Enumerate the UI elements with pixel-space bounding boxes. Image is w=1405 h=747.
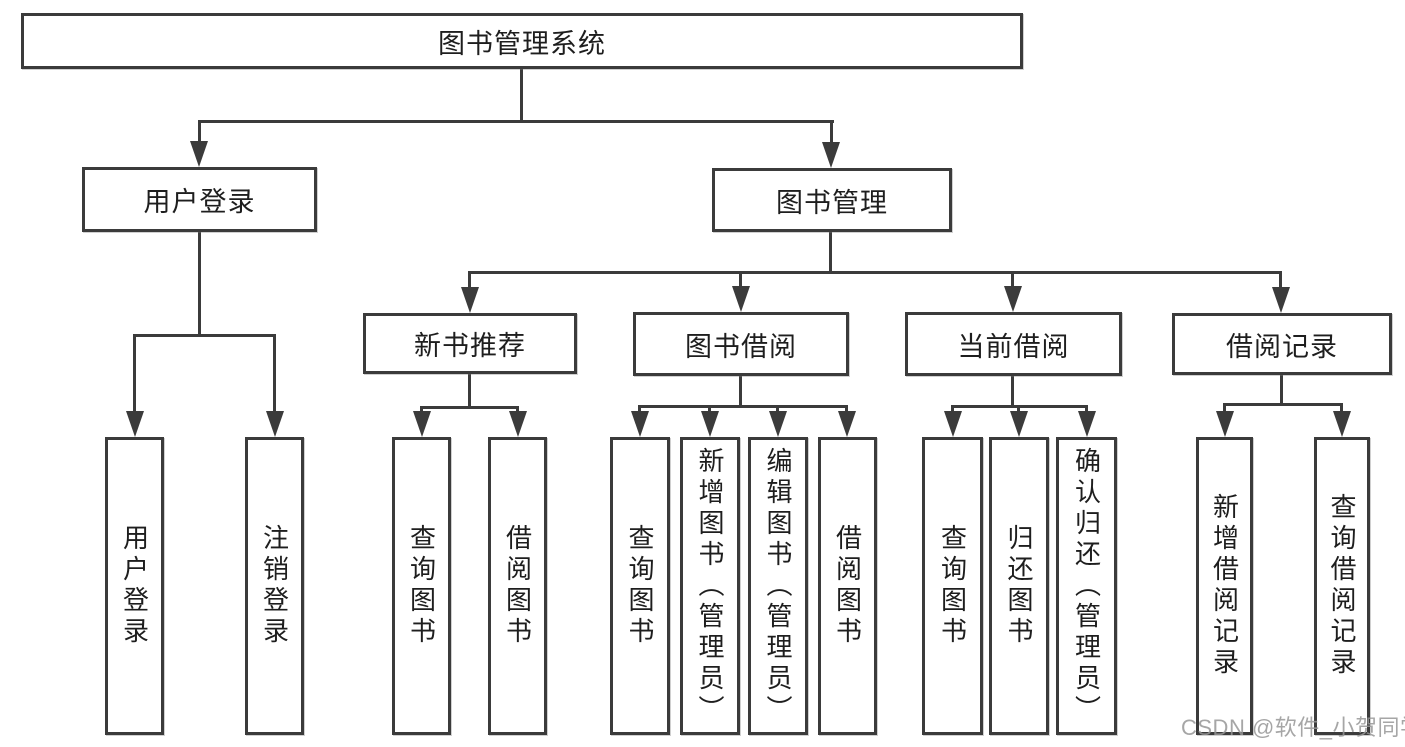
arrow-down-icon [769, 411, 787, 437]
node-root: 图书管理系统 [21, 13, 1023, 69]
leaf-current-confirm-admin: 确认归还（管理员） [1056, 437, 1117, 735]
leaf-records-add: 新增借阅记录 [1196, 437, 1253, 735]
connector-login-drop [133, 334, 136, 414]
connector-drop [708, 405, 711, 414]
leaf-label: 借阅图书 [502, 524, 533, 648]
node-current-borrowing-label: 当前借阅 [957, 331, 1070, 362]
connector-user-login-drop [198, 120, 201, 145]
node-user-login: 用户登录 [82, 167, 317, 232]
connector-user-login-bus [133, 334, 276, 337]
connector-records-stem [1280, 375, 1283, 403]
connector-records-bus [1223, 403, 1343, 406]
arrow-down-icon [944, 411, 962, 437]
connector-borrowing-bus [638, 405, 848, 408]
arrow-down-icon [190, 141, 208, 167]
arrow-down-icon [701, 411, 719, 437]
leaf-label: 查询图书 [937, 524, 968, 648]
connector-drop [951, 405, 954, 414]
node-current-borrowing: 当前借阅 [905, 312, 1122, 376]
arrow-down-icon [732, 286, 750, 312]
leaf-borrowing-borrow: 借阅图书 [818, 437, 877, 735]
arrow-down-icon [1004, 286, 1022, 312]
connector-root-bus [199, 120, 834, 123]
node-borrow-records: 借阅记录 [1172, 313, 1392, 375]
connector-borrowing-drop [739, 271, 742, 289]
node-book-management: 图书管理 [712, 168, 952, 232]
arrow-down-icon [1272, 287, 1290, 313]
connector-drop [776, 405, 779, 414]
leaf-label: 查询图书 [406, 524, 437, 648]
node-book-borrowing: 图书借阅 [633, 312, 849, 376]
connector-drop [1340, 403, 1343, 414]
node-borrow-records-label: 借阅记录 [1226, 331, 1338, 362]
leaf-label: 编辑图书（管理员） [763, 446, 793, 726]
arrow-down-icon [509, 411, 527, 437]
node-user-login-label: 用户登录 [143, 187, 256, 217]
connector-records-drop [1279, 271, 1282, 289]
connector-user-login-stem [198, 232, 201, 336]
leaf-current-query: 查询图书 [922, 437, 983, 735]
arrow-down-icon [1333, 411, 1351, 437]
connector-current-drop [1011, 271, 1014, 289]
arrow-down-icon [126, 411, 144, 437]
connector-root-stem [520, 69, 523, 120]
arrow-down-icon [461, 287, 479, 313]
connector-current-stem [1011, 376, 1014, 405]
leaf-logout: 注销登录 [245, 437, 304, 735]
leaf-label: 查询图书 [625, 524, 655, 648]
leaf-records-query: 查询借阅记录 [1314, 437, 1370, 735]
arrow-down-icon [838, 411, 856, 437]
leaf-newbooks-borrow: 借阅图书 [488, 437, 547, 735]
arrow-down-icon [1010, 411, 1028, 437]
csdn-watermark: CSDN @软件_小贺同学 [1181, 715, 1405, 740]
leaf-label: 确认归还（管理员） [1071, 446, 1102, 726]
arrow-down-icon [822, 142, 840, 168]
leaf-borrowing-add-admin: 新增图书（管理员） [680, 437, 740, 735]
connector-drop [638, 405, 641, 414]
leaf-label: 注销登录 [259, 524, 290, 648]
connector-borrowing-stem [739, 376, 742, 405]
connector-drop [420, 406, 423, 414]
connector-drop [1223, 403, 1226, 414]
connector-new-books-bus [420, 406, 519, 409]
connector-logout-drop [273, 334, 276, 414]
leaf-newbooks-query: 查询图书 [392, 437, 451, 735]
connector-drop [845, 405, 848, 414]
arrow-down-icon [1078, 411, 1096, 437]
node-book-borrowing-label: 图书借阅 [685, 331, 797, 362]
arrow-down-icon [266, 411, 284, 437]
leaf-current-return: 归还图书 [989, 437, 1049, 735]
connector-new-books-stem [468, 374, 471, 406]
connector-book-mgmt-bus [468, 271, 1282, 274]
connector-new-books-drop [468, 271, 471, 289]
arrow-down-icon [413, 411, 431, 437]
leaf-borrowing-query: 查询图书 [610, 437, 670, 735]
connector-book-mgmt-drop [830, 120, 833, 145]
node-book-management-label: 图书管理 [776, 187, 888, 218]
leaf-label: 借阅图书 [832, 524, 863, 648]
leaf-label: 用户登录 [119, 524, 150, 648]
leaf-label: 查询借阅记录 [1327, 493, 1357, 679]
node-new-books-label: 新书推荐 [414, 331, 526, 361]
node-new-books: 新书推荐 [363, 313, 577, 374]
leaf-user-login: 用户登录 [105, 437, 164, 735]
leaf-label: 归还图书 [1004, 524, 1034, 648]
leaf-label: 新增借阅记录 [1209, 493, 1240, 679]
connector-drop [1017, 405, 1020, 414]
leaf-label: 新增图书（管理员） [695, 446, 725, 726]
arrow-down-icon [1216, 411, 1234, 437]
arrow-down-icon [631, 411, 649, 437]
leaf-borrowing-edit-admin: 编辑图书（管理员） [748, 437, 808, 735]
connector-book-mgmt-stem [829, 232, 832, 271]
connector-drop [516, 406, 519, 414]
connector-drop [1085, 405, 1088, 414]
node-root-label: 图书管理系统 [438, 28, 606, 59]
